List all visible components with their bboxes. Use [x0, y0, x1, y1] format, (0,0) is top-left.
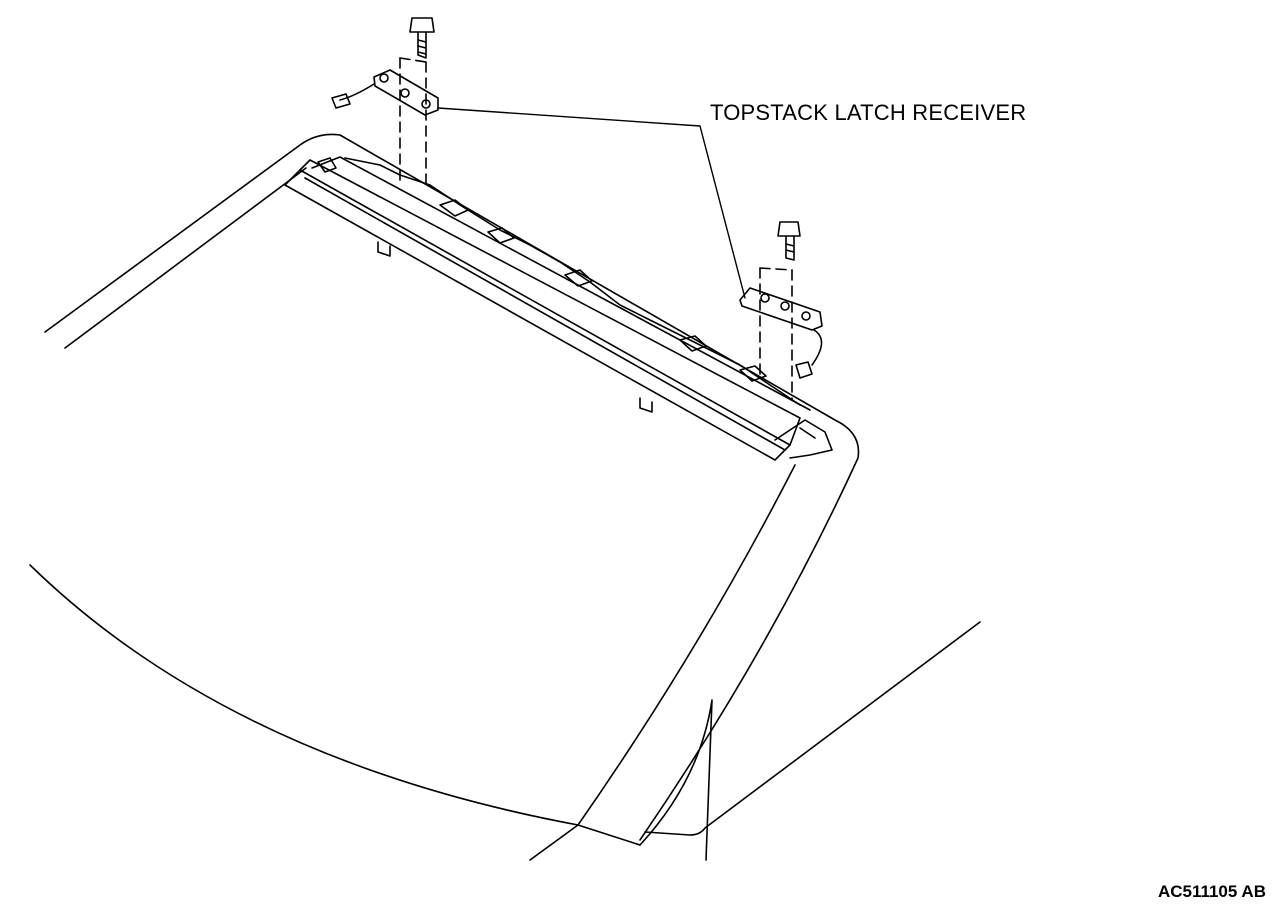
figure-id: AC511105 AB	[1157, 882, 1266, 901]
topstack-latch-receiver-label: TOPSTACK LATCH RECEIVER	[710, 100, 1027, 125]
right-latch-receiver	[739, 287, 823, 379]
right-bolt	[777, 221, 801, 261]
callout-leaders	[437, 107, 746, 299]
left-latch-receiver	[331, 69, 439, 116]
windshield-lower-edge	[29, 564, 641, 846]
right-alignment-lines	[759, 267, 793, 401]
left-alignment-lines	[399, 57, 427, 191]
windshield-frame	[44, 133, 860, 841]
header-rail	[284, 156, 833, 461]
a-pillar	[529, 621, 981, 861]
left-bolt	[409, 17, 435, 59]
